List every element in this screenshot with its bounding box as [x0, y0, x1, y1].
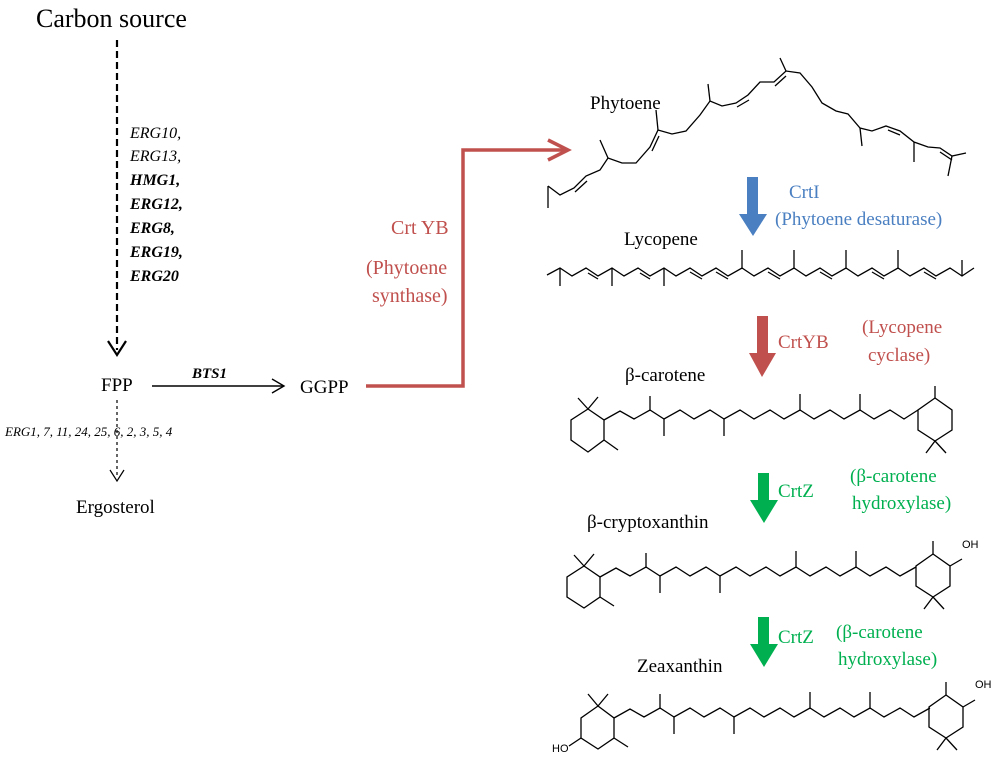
crtz-arrow-1 [750, 473, 778, 523]
oh-label-zeaxanthin: OH [975, 679, 992, 691]
zeaxanthin-label: Zeaxanthin [637, 656, 723, 677]
crtz-arrow-2 [750, 617, 778, 667]
gene-erg20: ERG20 [130, 268, 179, 285]
crtyb-cyclase-desc-1: (Lycopene [862, 317, 943, 338]
crti-enzyme: CrtI [789, 182, 820, 203]
crtyb-cyclase-arrow [749, 316, 776, 377]
fpp-to-ergosterol-arrowhead [109, 469, 125, 483]
crtz-enzyme-1: CrtZ [778, 481, 814, 502]
lycopene-structure [546, 250, 975, 286]
ho-label-zeaxanthin: HO [552, 743, 569, 755]
gene-erg10: ERG10, [130, 125, 182, 142]
crtyb-synthase-desc-2: synthase) [372, 285, 448, 307]
gene-erg8: ERG8, [130, 220, 175, 237]
crtz-desc-1a: (β-carotene [850, 466, 937, 487]
erg-list-label: ERG1, 7, 11, 24, 25, 6, 2, 3, 5, 4 [5, 424, 173, 439]
crtz-desc-2a: (β-carotene [836, 622, 923, 643]
oh-label-cryptoxanthin: OH [962, 539, 979, 551]
gene-erg13: ERG13, [130, 148, 182, 165]
beta-carotene-structure [570, 386, 953, 454]
crti-desc: (Phytoene desaturase) [775, 209, 943, 230]
lycopene-label: Lycopene [624, 229, 698, 250]
crtz-desc-2b: hydroxylase) [838, 649, 938, 670]
beta-carotene-label: β-carotene [625, 365, 706, 386]
crtyb-synthase-arrow [366, 148, 566, 388]
gene-erg12: ERG12, [130, 196, 183, 213]
ergosterol-label: Ergosterol [76, 497, 155, 518]
crtyb-synthase-enzyme: Crt YB [391, 217, 449, 239]
gene-erg19: ERG19, [130, 244, 183, 261]
crtyb-cyclase-enzyme: CrtYB [778, 332, 829, 353]
phytoene-structure [547, 57, 967, 208]
zeaxanthin-structure [568, 682, 976, 751]
crtz-enzyme-2: CrtZ [778, 627, 814, 648]
bts1-arrowhead [271, 378, 286, 394]
gene-hmg1: HMG1, [130, 172, 181, 189]
beta-cryptoxanthin-label: β-cryptoxanthin [587, 512, 709, 533]
phytoene-label: Phytoene [590, 93, 661, 114]
crtz-desc-1b: hydroxylase) [852, 493, 952, 514]
bts1-label: BTS1 [192, 366, 228, 382]
crtyb-synthase-arrowhead [547, 138, 572, 162]
fpp-label: FPP [101, 375, 133, 396]
crti-arrow [739, 177, 767, 236]
crtyb-synthase-desc-1: (Phytoene [366, 257, 448, 279]
beta-cryptoxanthin-structure [566, 541, 963, 610]
carbon-source-label: Carbon source [36, 4, 187, 33]
ggpp-label: GGPP [300, 377, 349, 398]
carbon-to-fpp-arrowhead [107, 340, 127, 358]
crtyb-cyclase-desc-2: cyclase) [868, 345, 931, 366]
